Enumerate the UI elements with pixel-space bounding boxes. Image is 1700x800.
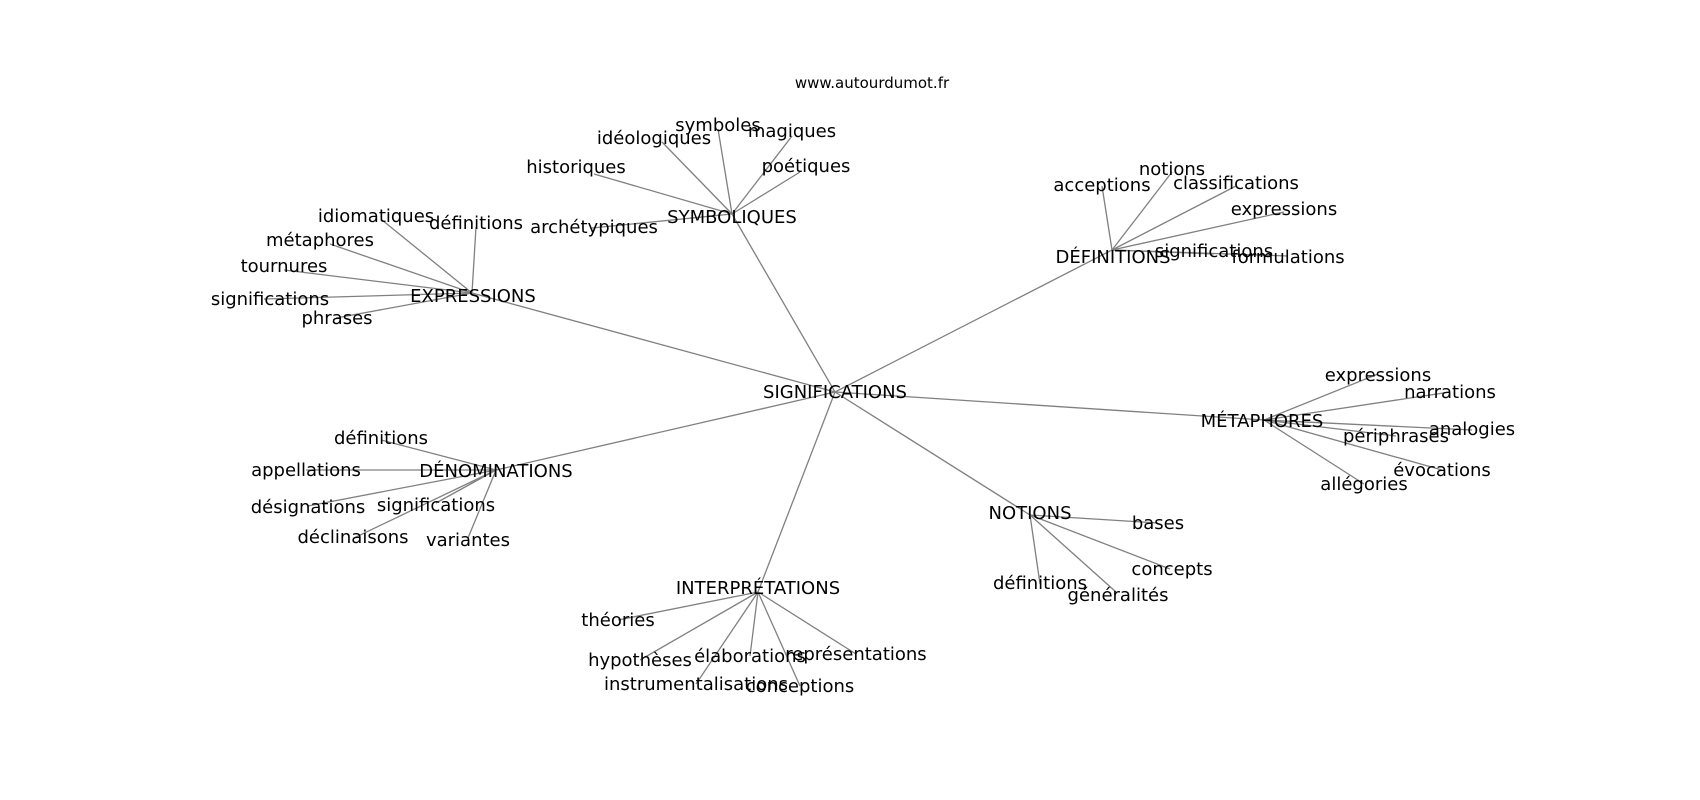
leaf-node-interpretations-2[interactable]: élaborations xyxy=(694,646,806,667)
leaf-node-denominations-5[interactable]: variantes xyxy=(426,530,510,551)
edge-root-notions xyxy=(834,391,1031,516)
edge-symboliques-4 xyxy=(731,171,801,215)
edge-interpretations-4 xyxy=(695,591,759,685)
leaf-node-symboliques-0[interactable]: symboles xyxy=(675,115,760,136)
edge-denominations-5 xyxy=(467,469,497,539)
leaf-node-symboliques-2[interactable]: magiques xyxy=(748,121,836,142)
edge-definitions-1 xyxy=(1101,185,1113,251)
leaf-node-metaphores-4[interactable]: évocations xyxy=(1393,460,1491,481)
edge-symboliques-5 xyxy=(591,213,733,229)
leaf-node-notions-1[interactable]: concepts xyxy=(1131,559,1212,580)
branch-node-denominations[interactable]: DÉNOMINATIONS xyxy=(419,460,572,482)
leaf-node-metaphores-5[interactable]: allégories xyxy=(1320,474,1407,495)
edge-notions-2 xyxy=(1029,514,1041,585)
leaf-node-denominations-2[interactable]: désignations xyxy=(251,497,366,518)
edge-interpretations-0 xyxy=(617,591,759,621)
edge-metaphores-2 xyxy=(1263,419,1473,431)
edge-definitions-0 xyxy=(1111,171,1173,251)
edge-notions-3 xyxy=(1029,514,1117,593)
edge-definitions-3 xyxy=(1111,211,1285,251)
leaf-node-metaphores-3[interactable]: périphrases xyxy=(1343,426,1449,447)
leaf-node-notions-3[interactable]: généralités xyxy=(1068,585,1169,606)
edge-notions-0 xyxy=(1029,514,1159,524)
leaf-node-definitions-0[interactable]: notions xyxy=(1139,159,1205,180)
leaf-node-interpretations-5[interactable]: conceptions xyxy=(746,676,855,697)
branch-node-definitions[interactable]: DÉFINITIONS xyxy=(1055,246,1170,268)
leaf-node-expressions-3[interactable]: tournures xyxy=(241,256,328,277)
watermark[interactable]: www.autourdumot.fr xyxy=(795,74,950,92)
leaf-node-notions-2[interactable]: définitions xyxy=(993,573,1087,594)
edge-root-definitions xyxy=(834,249,1113,393)
leaf-node-interpretations-0[interactable]: théories xyxy=(581,610,654,631)
leaf-node-metaphores-2[interactable]: analogies xyxy=(1429,419,1515,440)
edge-root-expressions xyxy=(471,292,836,393)
leaf-node-denominations-1[interactable]: appellations xyxy=(251,460,361,481)
labels: www.autourdumot.fr SIGNIFICATIONS SYMBOLI… xyxy=(211,74,1515,697)
edge-metaphores-1 xyxy=(1263,391,1451,421)
leaf-node-denominations-0[interactable]: définitions xyxy=(334,428,428,449)
edge-expressions-4 xyxy=(263,292,473,300)
leaf-node-definitions-2[interactable]: classifications xyxy=(1173,173,1299,194)
branch-node-symboliques[interactable]: SYMBOLIQUES xyxy=(667,207,797,228)
leaf-node-metaphores-1[interactable]: narrations xyxy=(1404,382,1496,403)
edge-metaphores-0 xyxy=(1263,373,1379,421)
leaf-node-expressions-2[interactable]: métaphores xyxy=(266,230,374,251)
edge-expressions-2 xyxy=(329,243,473,294)
edge-root-symboliques xyxy=(731,213,836,393)
edge-expressions-1 xyxy=(471,226,477,294)
edge-symboliques-3 xyxy=(593,173,733,215)
edge-expressions-3 xyxy=(283,269,473,294)
edge-root-denominations xyxy=(495,391,836,471)
leaf-node-metaphores-0[interactable]: expressions xyxy=(1325,365,1431,386)
edge-interpretations-3 xyxy=(757,591,857,655)
branch-node-expressions[interactable]: EXPRESSIONS xyxy=(410,286,536,307)
edge-notions-1 xyxy=(1029,514,1171,570)
edge-expressions-5 xyxy=(335,292,473,319)
edge-definitions-5 xyxy=(1111,249,1289,257)
branch-node-interpretations[interactable]: INTERPRÉTATIONS xyxy=(676,577,840,599)
edge-interpretations-2 xyxy=(749,591,759,657)
leaf-node-definitions-3[interactable]: expressions xyxy=(1231,199,1337,220)
leaf-node-expressions-5[interactable]: phrases xyxy=(301,308,372,329)
edge-symboliques-1 xyxy=(661,141,733,215)
leaf-node-symboliques-4[interactable]: poétiques xyxy=(762,156,851,177)
edge-interpretations-5 xyxy=(757,591,801,687)
leaf-node-expressions-4[interactable]: significations xyxy=(211,289,329,310)
edge-metaphores-4 xyxy=(1263,419,1443,471)
edge-symboliques-2 xyxy=(731,135,793,215)
leaf-node-symboliques-5[interactable]: archétypiques xyxy=(530,217,658,238)
edge-expressions-0 xyxy=(381,219,473,294)
edge-interpretations-1 xyxy=(639,591,759,661)
leaf-node-interpretations-3[interactable]: représentations xyxy=(785,644,926,665)
branch-node-notions[interactable]: NOTIONS xyxy=(989,503,1072,524)
leaf-node-denominations-4[interactable]: déclinaisons xyxy=(297,527,408,548)
leaf-node-definitions-1[interactable]: acceptions xyxy=(1053,175,1150,196)
edge-metaphores-3 xyxy=(1263,419,1397,437)
edge-metaphores-5 xyxy=(1263,419,1365,485)
edge-symboliques-0 xyxy=(717,128,733,215)
leaf-node-interpretations-1[interactable]: hypothèses xyxy=(588,650,692,671)
edge-root-interpretations xyxy=(757,391,836,593)
leaf-node-symboliques-3[interactable]: historiques xyxy=(526,157,626,178)
root-node[interactable]: SIGNIFICATIONS xyxy=(763,382,907,403)
edges xyxy=(263,128,1473,687)
leaf-node-notions-0[interactable]: bases xyxy=(1132,513,1184,534)
leaf-node-definitions-4[interactable]: significations xyxy=(1155,241,1273,262)
leaf-node-expressions-1[interactable]: définitions xyxy=(429,213,523,234)
edge-denominations-2 xyxy=(307,469,497,507)
leaf-node-definitions-5[interactable]: formulations xyxy=(1231,247,1344,268)
leaf-node-interpretations-4[interactable]: instrumentalisations xyxy=(604,674,788,695)
leaf-node-expressions-0[interactable]: idiomatiques xyxy=(318,206,434,227)
leaf-node-symboliques-1[interactable]: idéologiques xyxy=(597,128,711,149)
edge-denominations-4 xyxy=(353,469,497,539)
branch-node-metaphores[interactable]: MÉTAPHORES xyxy=(1201,410,1324,432)
edge-root-metaphores xyxy=(834,391,1265,421)
edge-denominations-0 xyxy=(380,439,497,471)
leaf-node-denominations-3[interactable]: significations xyxy=(377,495,495,516)
edge-definitions-2 xyxy=(1111,185,1237,251)
